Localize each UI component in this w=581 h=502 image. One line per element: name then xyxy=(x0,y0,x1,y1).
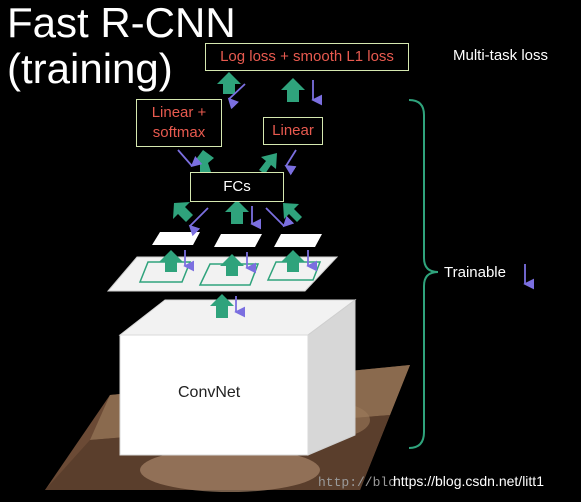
source-url: https://blog.csdn.net/litt1 xyxy=(393,473,544,489)
convnet-box xyxy=(118,299,357,456)
watermark-text: http://blo xyxy=(318,475,397,490)
feature-map-plane xyxy=(106,256,339,292)
title-line-2: (training) xyxy=(7,45,173,92)
roi-pooled-features xyxy=(152,232,322,247)
multitask-loss-label: Multi-task loss xyxy=(453,47,549,64)
linear-softmax-box: Linear + softmax xyxy=(136,99,222,147)
trainable-label: Trainable xyxy=(444,264,506,281)
convnet-label: ConvNet xyxy=(178,384,241,401)
trainable-bracket xyxy=(408,99,439,449)
gradient-up-arrows xyxy=(159,72,305,318)
fcs-box: FCs xyxy=(190,172,284,202)
forward-down-arrows xyxy=(177,80,534,318)
linear-box: Linear xyxy=(263,117,323,145)
title-line-1: Fast R-CNN xyxy=(7,0,236,46)
linear-softmax-line-1: Linear + xyxy=(151,104,207,121)
loss-box: Log loss + smooth L1 loss xyxy=(205,43,409,71)
linear-softmax-line-2: softmax xyxy=(152,124,206,141)
